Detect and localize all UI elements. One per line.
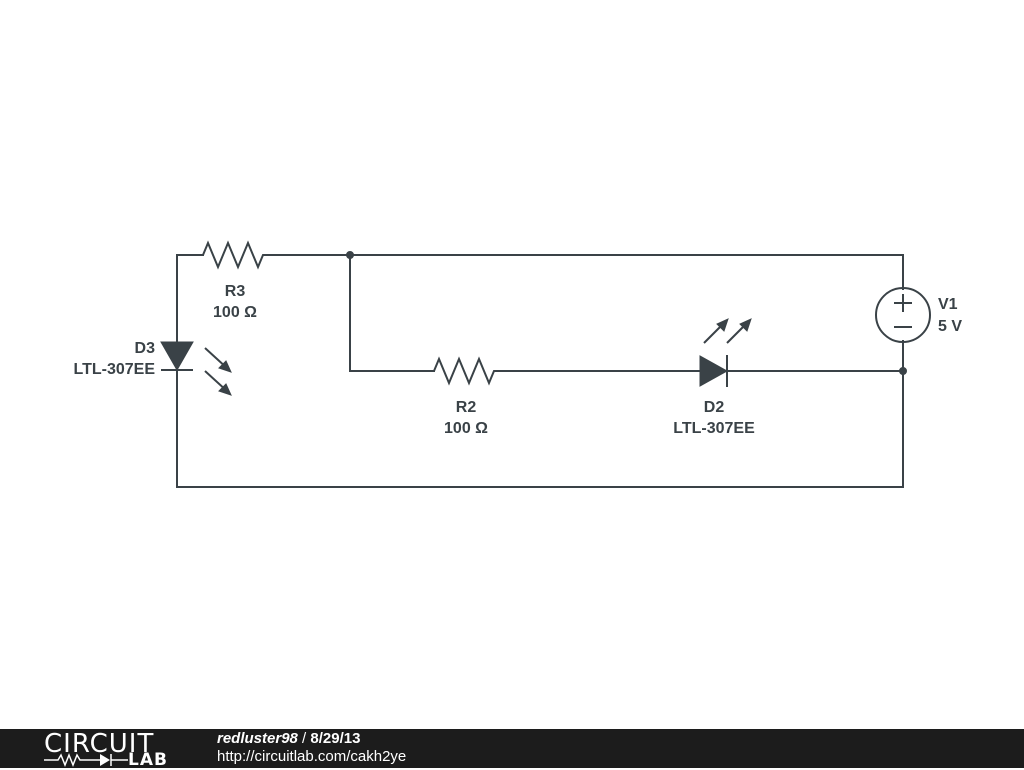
led-d3: D3 LTL-307EE bbox=[74, 340, 232, 396]
meta-separator: / bbox=[302, 730, 307, 747]
schematic-meta: redluster98 / 8/29/13 http://circuitlab.… bbox=[217, 730, 406, 766]
logo-wordmark-top: CIRCUIT bbox=[44, 729, 155, 759]
led-d2-part: LTL-307EE bbox=[673, 420, 755, 437]
resistor-r3-zigzag bbox=[202, 240, 267, 270]
footer-bar: CIRCUIT LAB redluster98 / 8/29/13 http:/… bbox=[0, 729, 1024, 770]
resistor-r3: R3 100 Ω bbox=[202, 240, 267, 321]
led-d2-triangle bbox=[699, 355, 729, 387]
publish-date: 8/29/13 bbox=[310, 730, 361, 747]
circuitlab-logo[interactable]: CIRCUIT LAB bbox=[44, 729, 176, 770]
led-d2: D2 LTL-307EE bbox=[673, 318, 755, 437]
schematic-url-link[interactable]: http://circuitlab.com/cakh2ye bbox=[217, 748, 407, 765]
resistor-r2-ref: R2 bbox=[456, 399, 477, 416]
led-d3-ref: D3 bbox=[135, 340, 156, 357]
wires bbox=[176, 254, 904, 488]
led-d3-part: LTL-307EE bbox=[74, 361, 156, 378]
voltage-source-v1-value: 5 V bbox=[938, 318, 962, 335]
led-d3-light-arrows-icon bbox=[204, 347, 232, 396]
logo-resistor-diode-icon bbox=[44, 752, 128, 767]
circuit-schematic: R3 100 Ω R2 100 Ω D3 LTL-307EE D2 LTL-30… bbox=[74, 240, 962, 488]
led-d2-ref: D2 bbox=[704, 399, 725, 416]
junction-dot bbox=[899, 367, 907, 375]
junction-dot bbox=[346, 251, 354, 259]
led-d3-triangle bbox=[160, 341, 194, 372]
resistor-r3-ref: R3 bbox=[225, 283, 246, 300]
voltage-source-v1-body bbox=[875, 287, 931, 343]
voltage-source-v1: V1 5 V bbox=[875, 287, 962, 343]
voltage-source-v1-ref: V1 bbox=[938, 296, 958, 313]
resistor-r3-value: 100 Ω bbox=[213, 304, 257, 321]
resistor-r2-zigzag bbox=[433, 356, 498, 386]
logo-wordmark-bottom: LAB bbox=[128, 750, 168, 770]
resistor-r2-value: 100 Ω bbox=[444, 420, 488, 437]
resistor-r2: R2 100 Ω bbox=[433, 356, 498, 437]
led-d2-light-arrows-icon bbox=[703, 318, 752, 344]
author-name[interactable]: redluster98 bbox=[217, 730, 298, 747]
